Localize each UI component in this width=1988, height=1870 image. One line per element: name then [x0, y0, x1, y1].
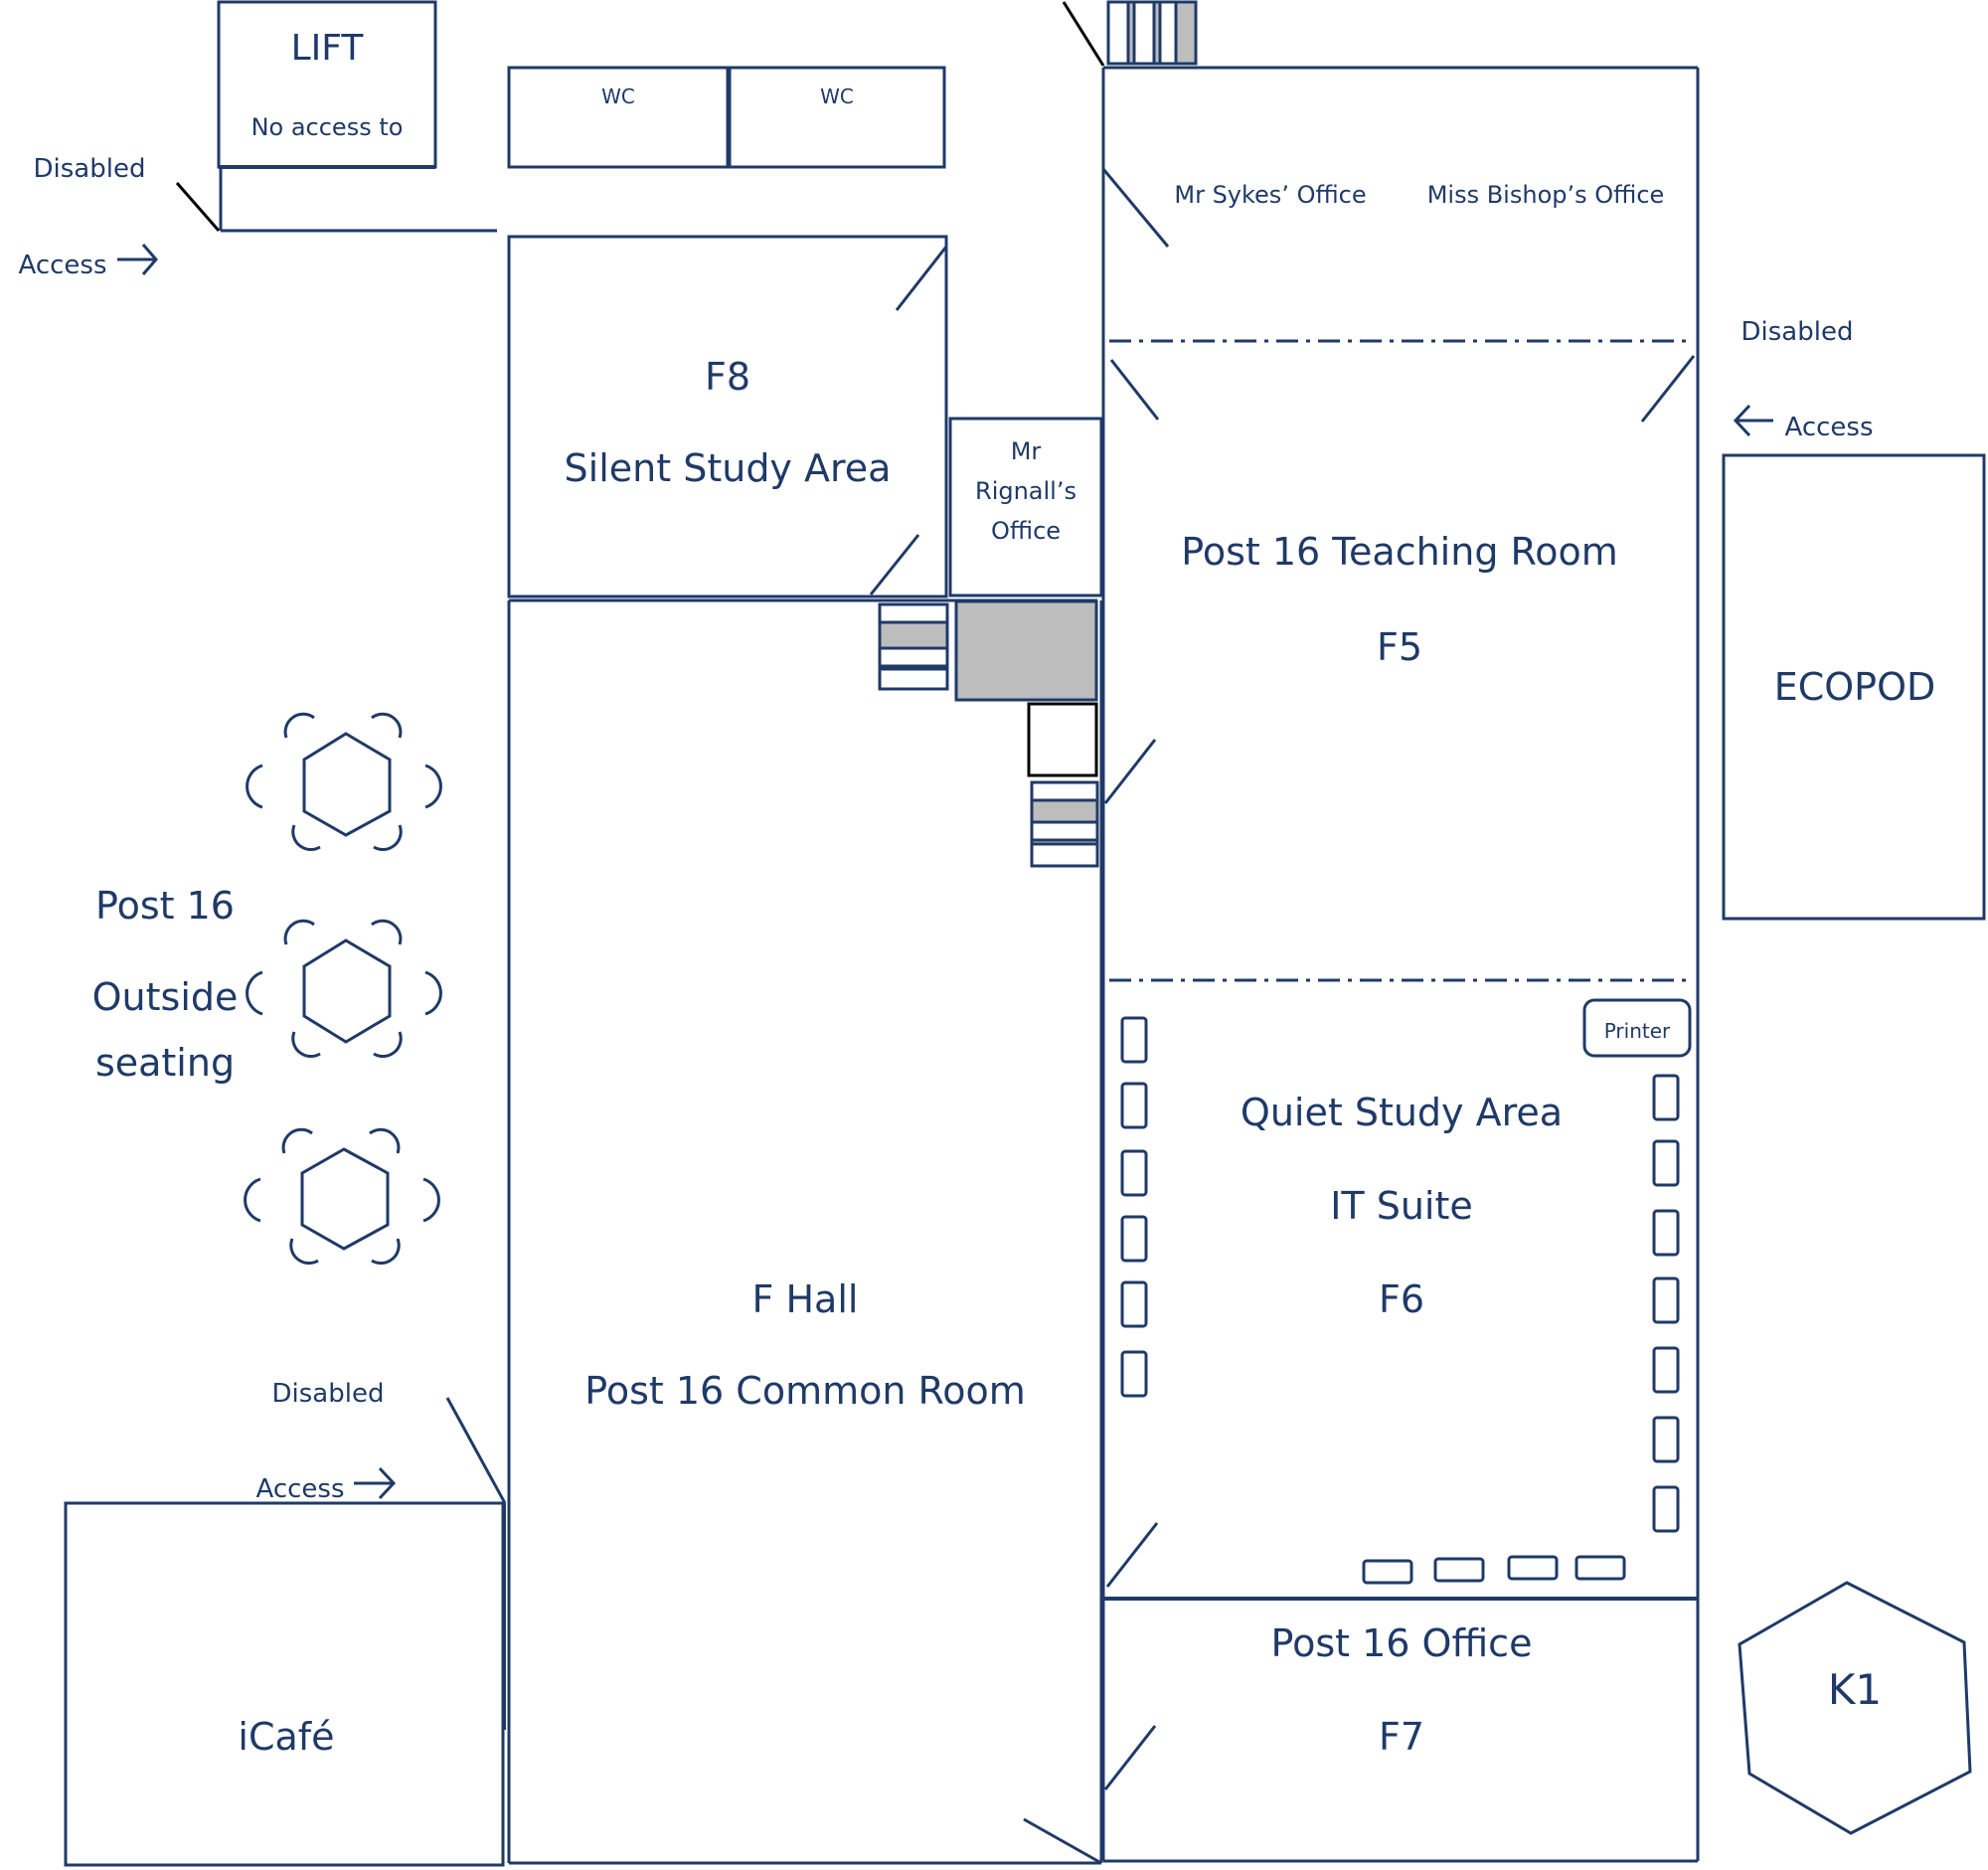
wc-block: WC WC: [507, 66, 946, 169]
stairwell-landing: [954, 599, 1098, 702]
lift: LIFT No access to: [217, 0, 437, 169]
room-f8-name: Silent Study Area: [565, 446, 892, 490]
room-f6: Printer Quiet Study Area IT Suite F6: [1105, 998, 1692, 1588]
room-f7-code: F7: [1379, 1715, 1424, 1759]
lift-note: No access to: [251, 113, 404, 141]
rignall-line-3: Office: [991, 517, 1061, 545]
room-f8-code: F8: [705, 355, 750, 399]
f-hall-title: F Hall: [752, 1277, 859, 1321]
outside-seating: [244, 712, 442, 1266]
hexagon-table-icon: [302, 938, 392, 1044]
bishop-office-label: Miss Bishop’s Office: [1427, 181, 1665, 209]
ecopod-label: ECOPOD: [1774, 665, 1936, 709]
f-hall-subtitle: Post 16 Common Room: [584, 1369, 1025, 1413]
icafe-label: iCafé: [238, 1715, 334, 1759]
rignall-line-2: Rignall’s: [975, 477, 1077, 505]
ecopod: ECOPOD: [1722, 453, 1986, 921]
room-f6-name: Quiet Study Area: [1241, 1091, 1563, 1134]
room-f5-name: Post 16 Teaching Room: [1181, 530, 1617, 574]
printer-label: Printer: [1604, 1019, 1671, 1043]
wc-label-1: WC: [601, 85, 635, 108]
stairs-left: [878, 602, 949, 691]
room-f8: F8 Silent Study Area: [507, 235, 948, 598]
hexagon-table-icon: [302, 732, 392, 837]
chair-icon: [246, 712, 442, 852]
access-label-bottom-left: Access: [255, 1474, 344, 1504]
chair-icon: [244, 1127, 440, 1266]
room-f-hall: F Hall Post 16 Common Room: [502, 598, 1103, 1865]
icafe: iCafé: [64, 1501, 505, 1867]
disabled-label-right: Disabled: [1741, 317, 1854, 347]
rignall-office: Mr Rignall’s Office: [948, 417, 1103, 597]
arrow-right-icon: [117, 244, 158, 275]
room-f7-name: Post 16 Office: [1271, 1621, 1533, 1665]
outside-seating-line-3: seating: [95, 1041, 235, 1085]
access-label-right: Access: [1784, 413, 1873, 442]
building-k1: K1: [1738, 1581, 1972, 1835]
sykes-office-label: Mr Sykes’ Office: [1174, 181, 1366, 209]
k1-label: K1: [1828, 1665, 1882, 1714]
rignall-line-1: Mr: [1011, 437, 1042, 465]
disabled-label-top-left: Disabled: [34, 154, 146, 184]
room-f5: Post 16 Teaching Room F5: [1103, 355, 1696, 804]
access-label-top-left: Access: [18, 251, 106, 280]
lift-label: LIFT: [291, 28, 365, 69]
room-f7: Post 16 Office F7: [1103, 1597, 1698, 1790]
wc-label-2: WC: [820, 85, 854, 108]
arrow-right-icon: [354, 1466, 397, 1500]
computer-desks-left: [1120, 1016, 1148, 1398]
arrow-left-icon: [1733, 404, 1773, 437]
printer: [1582, 998, 1692, 1058]
disabled-label-bottom-left: Disabled: [272, 1379, 385, 1409]
chair-icon: [246, 919, 442, 1059]
outside-seating-line-2: Outside: [92, 975, 239, 1019]
stair-box: [1027, 702, 1098, 777]
computer-desks-right: [1652, 1074, 1680, 1533]
computer-desks-bottom: [1362, 1555, 1626, 1585]
hexagon-table-icon: [300, 1147, 390, 1251]
stairs-top: [1106, 0, 1198, 66]
room-f5-code: F5: [1377, 625, 1422, 669]
outside-seating-line-1: Post 16: [95, 884, 235, 928]
room-f6-code: F6: [1379, 1277, 1424, 1321]
room-f6-subtitle: IT Suite: [1330, 1184, 1473, 1228]
stairs-right: [1030, 780, 1099, 868]
